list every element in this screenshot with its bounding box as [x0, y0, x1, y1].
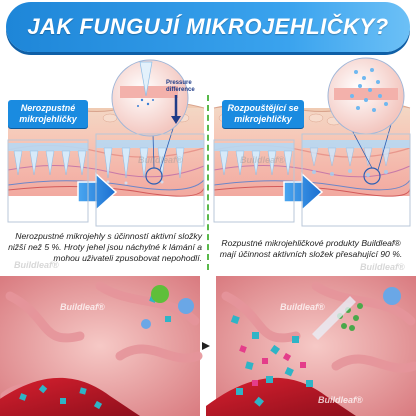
pressure-difference-label: Pressure difference — [166, 80, 195, 93]
left-zoom-bubble — [111, 59, 189, 137]
watermark-text: Buildleaf® — [280, 302, 325, 312]
microscopic-illustration — [0, 276, 416, 416]
right-microscopic-panel — [206, 276, 416, 416]
watermark-text: Buildleaf® — [240, 155, 285, 165]
watermark-text: Buildleaf® — [360, 262, 405, 272]
transition-arrow-icon — [202, 342, 210, 350]
panel-divider — [207, 95, 209, 270]
right-zoom-bubble — [327, 57, 405, 135]
left-caption: Nerozpustné mikrojehly s účinností aktiv… — [8, 231, 202, 263]
watermark-text: Buildleaf® — [318, 395, 363, 405]
insoluble-needles-badge: Nerozpustné mikrojehličky — [8, 100, 88, 128]
microneedle-diagram — [7, 57, 411, 227]
page-title: JAK FUNGUJÍ MIKROJEHLIČKY? — [27, 14, 389, 39]
title-banner: JAK FUNGUJÍ MIKROJEHLIČKY? — [6, 2, 410, 52]
right-caption: Rozpustné mikrojehličkové produkty Build… — [219, 238, 403, 259]
left-microscopic-panel — [0, 276, 203, 416]
watermark-text: Buildleaf® — [138, 155, 183, 165]
dissolving-needles-badge: Rozpouštějící se mikrojehličky — [222, 100, 304, 128]
watermark-text: Buildleaf® — [60, 302, 105, 312]
watermark-text: Buildleaf® — [14, 260, 59, 270]
